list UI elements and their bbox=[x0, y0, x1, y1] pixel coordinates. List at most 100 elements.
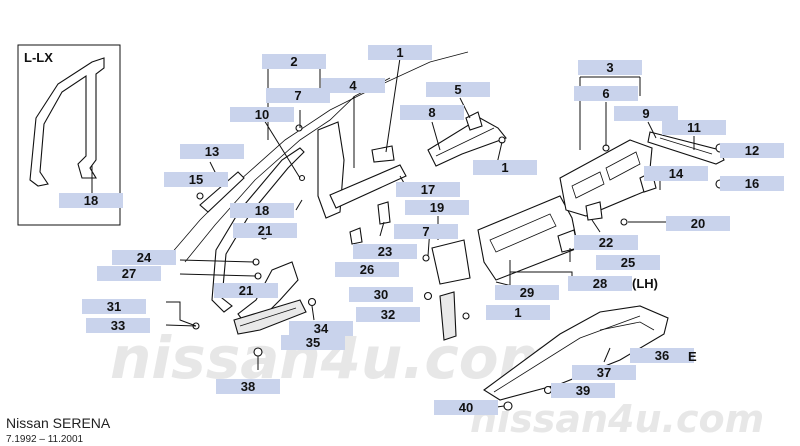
step-rib-1 bbox=[493, 315, 641, 393]
clip-1 bbox=[371, 145, 395, 163]
clip-32 bbox=[462, 312, 470, 320]
callout-number-5: 5 bbox=[454, 82, 461, 97]
callout-tag-11 bbox=[662, 120, 726, 135]
callout-number-19: 19 bbox=[430, 200, 444, 215]
callout-number-29: 29 bbox=[520, 285, 534, 300]
clip-5 bbox=[465, 111, 483, 131]
callout-number-9: 9 bbox=[642, 106, 649, 121]
callout-number-37: 37 bbox=[597, 365, 611, 380]
clip-30 bbox=[423, 291, 433, 301]
callout-number-15: 15 bbox=[189, 172, 203, 187]
rail-rib bbox=[659, 137, 713, 155]
callout-tag-25 bbox=[596, 255, 660, 270]
callout-number-4: 4 bbox=[349, 78, 357, 93]
leader-31 bbox=[166, 301, 197, 327]
callout-number-31: 31 bbox=[107, 299, 121, 314]
callout-number-12: 12 bbox=[745, 143, 759, 158]
callout-number-21: 21 bbox=[239, 283, 253, 298]
clip-40 bbox=[503, 401, 513, 411]
rear-pillar-rib bbox=[435, 127, 495, 157]
leader-23 bbox=[379, 221, 385, 237]
callout-number-35: 35 bbox=[306, 335, 320, 350]
leader-27 bbox=[179, 273, 257, 277]
option-mark: E bbox=[688, 349, 697, 364]
callout-number-26: 26 bbox=[360, 262, 374, 277]
callout-tag-30 bbox=[349, 287, 413, 302]
callout-number-18: 18 bbox=[84, 193, 98, 208]
callout-tag-13 bbox=[180, 144, 244, 159]
rear-quarter-pocket bbox=[605, 151, 641, 181]
callout-number-27: 27 bbox=[122, 266, 136, 281]
callout-number-14: 14 bbox=[669, 166, 684, 181]
callout-number-39: 39 bbox=[576, 383, 590, 398]
leader-24 bbox=[179, 259, 255, 263]
callout-tag-18 bbox=[230, 203, 294, 218]
callout-tag-1 bbox=[473, 160, 537, 175]
callout-number-38: 38 bbox=[241, 379, 255, 394]
dash-side-finisher bbox=[233, 299, 307, 335]
front-pillar-outline bbox=[184, 77, 391, 263]
callout-tag-16 bbox=[720, 176, 784, 191]
callout-tag-40 bbox=[434, 400, 498, 415]
screw-7b bbox=[422, 254, 430, 262]
callout-number-20: 20 bbox=[691, 216, 705, 231]
callout-tag-4 bbox=[321, 78, 385, 93]
inset-weatherstrip bbox=[29, 57, 105, 187]
leader-34 bbox=[311, 305, 315, 321]
leader-18 bbox=[295, 199, 303, 211]
callout-tag-33 bbox=[86, 318, 150, 333]
leader-10 bbox=[263, 119, 301, 179]
callout-tag-18 bbox=[59, 193, 123, 208]
center-pillar-rail bbox=[329, 164, 407, 209]
callout-number-16: 16 bbox=[745, 176, 759, 191]
callout-tag-14 bbox=[644, 166, 708, 181]
callout-tag-19 bbox=[405, 200, 469, 215]
leader-5 bbox=[459, 97, 471, 119]
leader-8 bbox=[431, 121, 441, 151]
callout-tag-32 bbox=[356, 307, 420, 322]
callout-number-34: 34 bbox=[314, 321, 329, 336]
luggage-rail bbox=[647, 131, 725, 165]
callout-tag-39 bbox=[551, 383, 615, 398]
screw-39 bbox=[543, 385, 553, 395]
leader-37 bbox=[603, 347, 611, 363]
callout-tag-7 bbox=[394, 224, 458, 239]
callout-number-28: 28 bbox=[593, 276, 607, 291]
clip-15 bbox=[196, 192, 204, 200]
cap-20 bbox=[585, 201, 603, 221]
clip-34 bbox=[307, 297, 317, 307]
callout-tag-24 bbox=[112, 250, 176, 265]
clip-38 bbox=[253, 347, 263, 357]
inset-box: L-LX bbox=[17, 44, 121, 226]
callout-tag-34 bbox=[289, 321, 353, 336]
callout-number-25: 25 bbox=[621, 255, 635, 270]
callout-number-10: 10 bbox=[255, 107, 269, 122]
callout-number-6: 6 bbox=[602, 86, 609, 101]
callout-number-23: 23 bbox=[378, 244, 392, 259]
callout-tag-8 bbox=[400, 105, 464, 120]
callout-tag-26 bbox=[335, 262, 399, 277]
watermark-corner: nissan4u.com bbox=[470, 397, 764, 441]
callout-tag-22 bbox=[574, 235, 638, 250]
callout-number-32: 32 bbox=[381, 307, 395, 322]
lower-strip bbox=[439, 291, 457, 341]
callout-number-1: 1 bbox=[501, 160, 508, 175]
callout-number-11: 11 bbox=[687, 120, 701, 135]
callout-tag-38 bbox=[216, 379, 280, 394]
leader-22 bbox=[591, 219, 601, 233]
callout-number-7: 7 bbox=[294, 88, 301, 103]
callout-number-24: 24 bbox=[137, 250, 152, 265]
callout-tag-2 bbox=[262, 54, 326, 69]
screw-20 bbox=[620, 218, 628, 226]
rear-pillar-trim bbox=[427, 117, 507, 167]
leader-9 bbox=[647, 121, 657, 139]
callout-tag-12 bbox=[720, 143, 784, 158]
callout-tag-10 bbox=[230, 107, 294, 122]
callout-number-7: 7 bbox=[422, 224, 429, 239]
roof-outline bbox=[169, 51, 469, 256]
callout-tag-37 bbox=[572, 365, 636, 380]
side-panel-pocket bbox=[489, 213, 557, 253]
rear-quarter-window bbox=[571, 171, 605, 199]
callout-number-40: 40 bbox=[459, 400, 473, 415]
